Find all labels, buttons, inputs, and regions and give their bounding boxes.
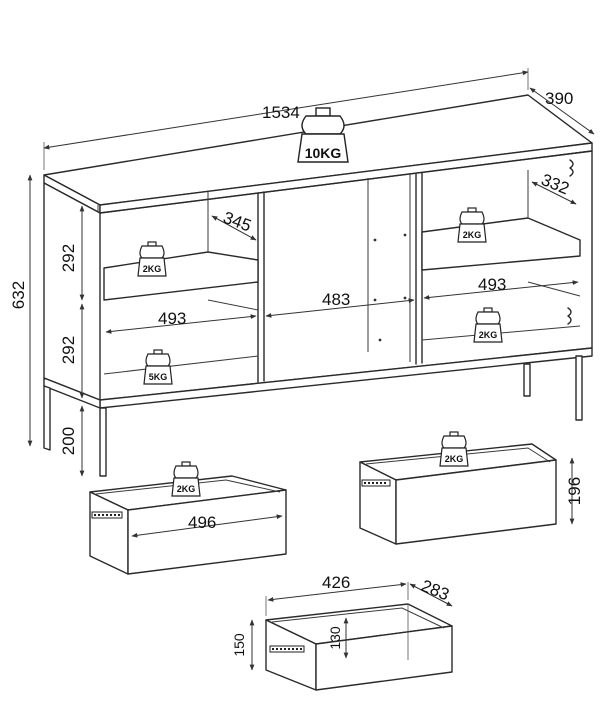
dim-inner-depth-right: 332 xyxy=(539,170,572,198)
left-bottom-back xyxy=(207,299,259,311)
weight-drawer-right-label: 2KG xyxy=(445,454,464,464)
right-shelf xyxy=(421,217,581,271)
weight-shelf-left-label: 2KG xyxy=(143,264,162,274)
dim-shelf-upper: 292 xyxy=(59,244,78,272)
weight-drawer-left: 2KG xyxy=(171,461,201,497)
dim-width: 1534 xyxy=(262,103,300,122)
hinge-icon xyxy=(569,159,574,177)
leg-back-left xyxy=(43,385,51,451)
dim-small-drawer-width: 426 xyxy=(322,573,350,592)
weight-bottom-left-label: 5KG xyxy=(149,372,168,382)
weight-shelf-left: 2KG xyxy=(137,241,167,277)
cabinet-left-side xyxy=(43,182,101,401)
dim-drawer-left-width: 496 xyxy=(188,513,216,532)
dim-legs: 200 xyxy=(59,427,78,455)
cabinet-bottom-rail xyxy=(99,347,593,409)
weight-top: 10KG xyxy=(297,107,349,163)
weight-shelf-right: 2KG xyxy=(457,207,487,243)
small-drawer: 426 283 150 130 xyxy=(231,573,453,691)
dim-height: 632 xyxy=(9,281,28,309)
sideboard xyxy=(43,94,593,477)
dim-small-drawer-height-inner: 130 xyxy=(327,626,343,650)
leg-front-left xyxy=(99,407,107,477)
weight-drawer-left-label: 2KG xyxy=(177,484,196,494)
left-shelf xyxy=(103,251,259,301)
left-bottom-front xyxy=(103,355,259,375)
weight-drawer-right: 2KG xyxy=(439,431,469,467)
dim-small-drawer-height-outer: 150 xyxy=(231,633,247,657)
weight-bottom-left: 5KG xyxy=(143,349,173,385)
hinge-icon xyxy=(567,307,572,325)
drawer-right: 196 xyxy=(359,443,584,545)
dim-center-width: 483 xyxy=(322,290,350,309)
weight-bottom-right: 2KG xyxy=(473,307,503,343)
dim-small-drawer-depth: 283 xyxy=(419,576,452,604)
leg-back-right xyxy=(523,363,531,397)
dim-drawer-right-height: 196 xyxy=(565,477,584,505)
weight-top-label: 10KG xyxy=(305,145,342,161)
leg-front-right xyxy=(575,355,583,421)
dim-right-width: 493 xyxy=(478,275,506,294)
dim-depth: 390 xyxy=(545,89,573,108)
dim-left-width: 493 xyxy=(158,309,186,328)
drawer-right-front xyxy=(395,459,557,545)
dim-inner-depth-left: 345 xyxy=(221,208,254,236)
weight-shelf-right-label: 2KG xyxy=(463,230,482,240)
small-drawer-front xyxy=(315,625,453,691)
weight-bottom-right-label: 2KG xyxy=(479,330,498,340)
dim-shelf-lower: 292 xyxy=(59,336,78,364)
